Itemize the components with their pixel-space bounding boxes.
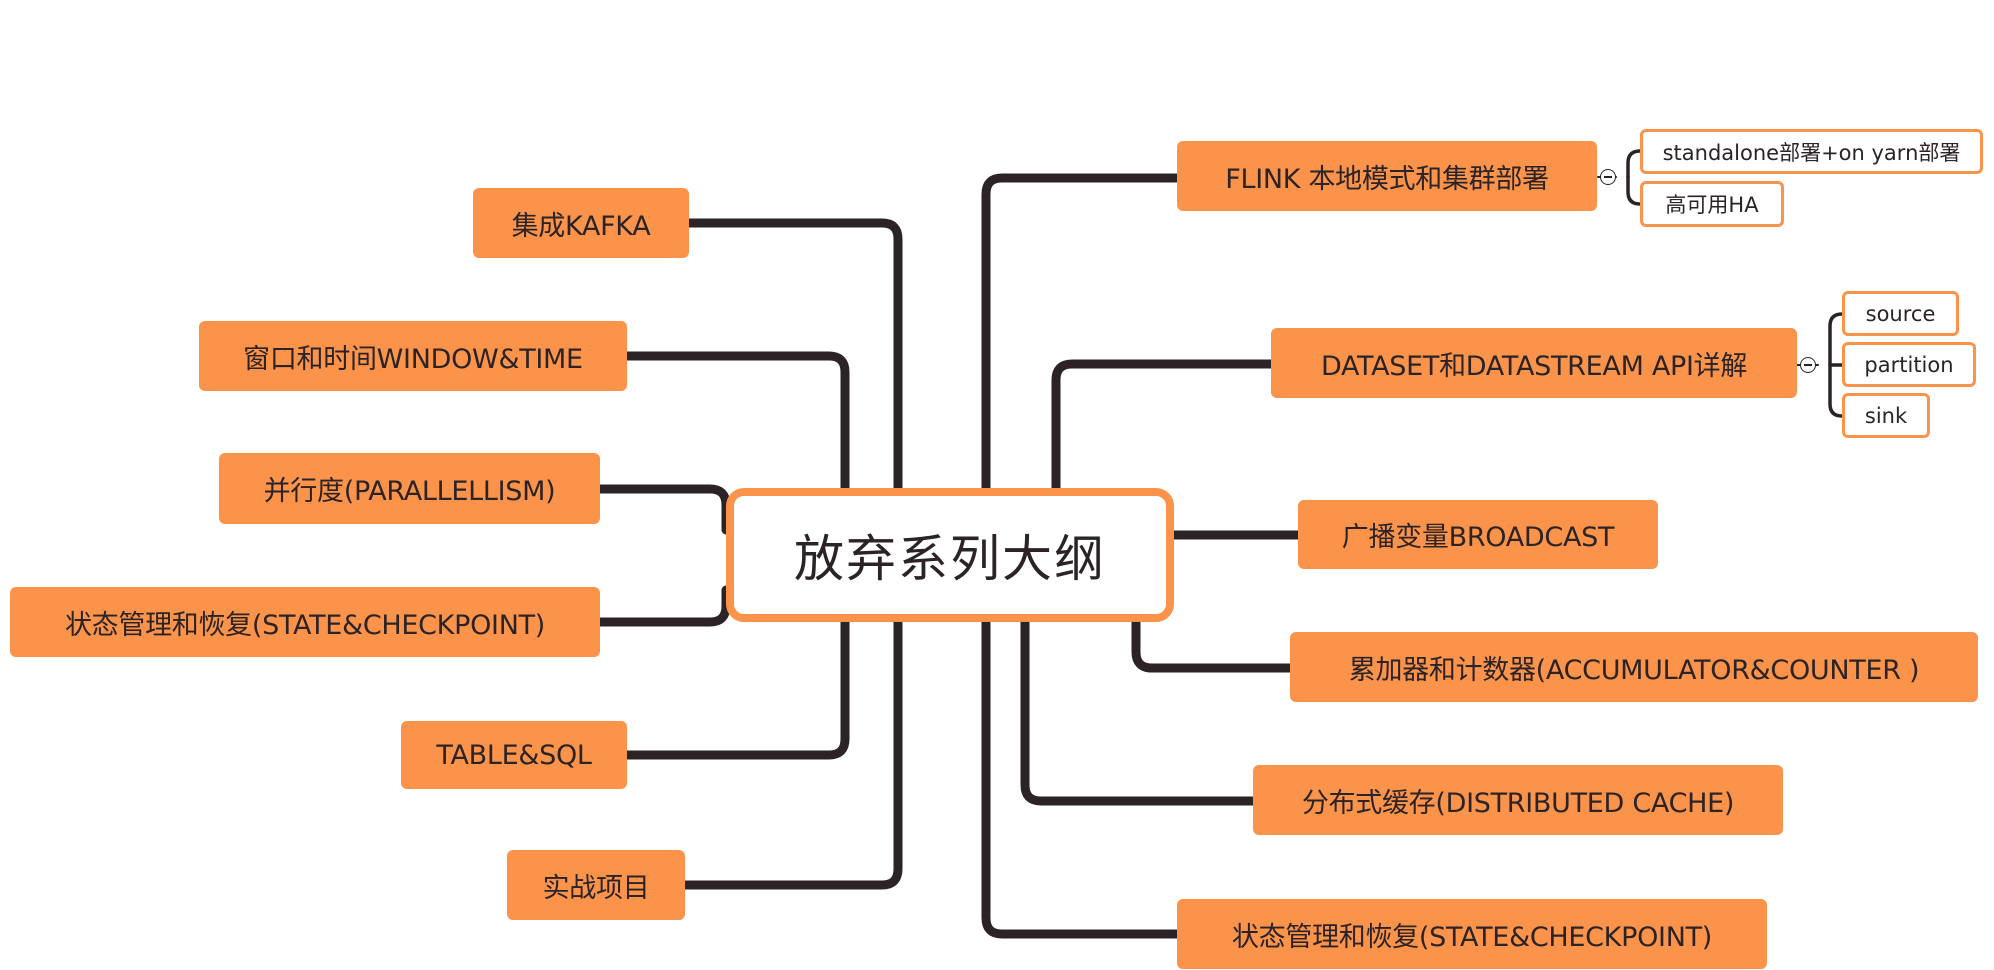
- topic-right-distributed-cache[interactable]: 分布式缓存(DISTRIBUTED CACHE): [1253, 765, 1783, 835]
- collapse-toggle-icon[interactable]: [1600, 169, 1616, 185]
- topic-right-accumulator[interactable]: 累加器和计数器(ACCUMULATOR&COUNTER ): [1290, 632, 1978, 702]
- connector-right-4: [1131, 615, 1295, 673]
- connector-sub-1-2: [1626, 175, 1642, 206]
- connector-left-1: [684, 218, 903, 505]
- connector-right-6: [981, 615, 1182, 939]
- connector-left-5: [622, 615, 850, 760]
- connector-left-2: [622, 351, 850, 505]
- connector-left-4: [595, 585, 731, 627]
- topic-left-project[interactable]: 实战项目: [507, 850, 685, 920]
- topic-right-api[interactable]: DATASET和DATASTREAM API详解: [1271, 328, 1797, 398]
- topic-left-window-time[interactable]: 窗口和时间WINDOW&TIME: [199, 321, 627, 391]
- connector-right-2: [1051, 359, 1276, 505]
- topic-right-state-checkpoint[interactable]: 状态管理和恢复(STATE&CHECKPOINT): [1177, 899, 1767, 969]
- topic-left-parallelism[interactable]: 并行度(PARALLELLISM): [219, 453, 600, 524]
- subtopic-ha[interactable]: 高可用HA: [1640, 181, 1784, 227]
- root-node[interactable]: 放弃系列大纲: [726, 488, 1174, 622]
- topic-left-table-sql[interactable]: TABLE&SQL: [401, 721, 627, 789]
- connector-left-3: [595, 484, 731, 535]
- subtopic-sink[interactable]: sink: [1842, 393, 1930, 438]
- subtopic-source[interactable]: source: [1842, 291, 1959, 336]
- topic-right-deploy[interactable]: FLINK 本地模式和集群部署: [1177, 141, 1597, 211]
- topic-right-broadcast[interactable]: 广播变量BROADCAST: [1298, 500, 1658, 569]
- connector-right-5: [1020, 615, 1258, 806]
- subtopic-standalone-yarn[interactable]: standalone部署+on yarn部署: [1640, 129, 1983, 174]
- connector-sub-1-1: [1626, 149, 1642, 179]
- subtopic-partition[interactable]: partition: [1842, 342, 1976, 387]
- topic-left-kafka[interactable]: 集成KAFKA: [473, 188, 689, 258]
- connector-right-1: [981, 173, 1182, 505]
- collapse-toggle-icon[interactable]: [1800, 357, 1816, 373]
- topic-left-state-checkpoint[interactable]: 状态管理和恢复(STATE&CHECKPOINT): [10, 587, 600, 657]
- connector-left-6: [680, 615, 903, 890]
